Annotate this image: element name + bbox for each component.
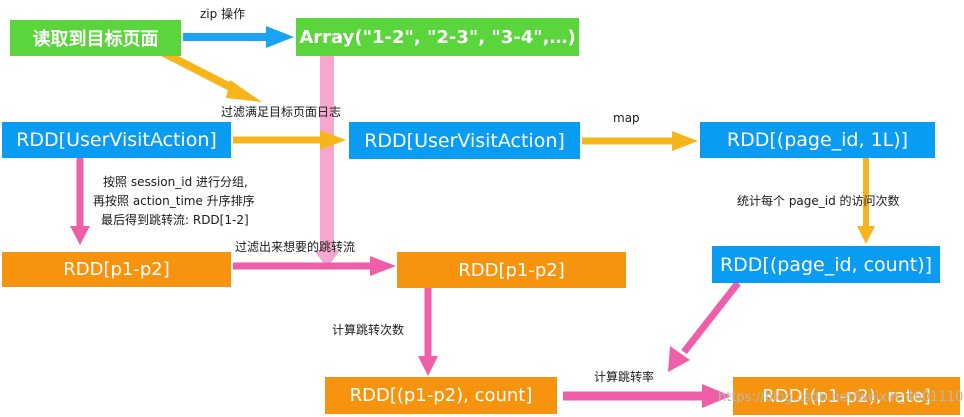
label-filter-flows: 过滤出来想要的跳转流 — [235, 240, 356, 254]
node-rdd-p1p2-count: RDD[(p1-p2), count] — [325, 377, 557, 414]
arrowhead-count-jumps — [418, 356, 438, 376]
label-group-line2: 再按照 action_time 升序排序 — [93, 194, 255, 208]
label-zip: zip 操作 — [200, 7, 246, 21]
node-rdd-uva-left: RDD[UserVisitAction] — [2, 122, 231, 158]
label-filter-target: 过滤满足目标页面日志 — [221, 105, 342, 119]
node-rdd-p1p2-left: RDD[p1-p2] — [2, 252, 231, 287]
node-rdd-p1p2-mid: RDD[p1-p2] — [397, 252, 626, 288]
arrowhead-filter-flows — [370, 256, 396, 276]
arrowhead-jump-rate — [702, 384, 731, 408]
node-array-zip: Array("1-2", "2-3", "3-4",…) — [296, 18, 579, 56]
node-rdd-pageid-count: RDD[(page_id, count)] — [712, 246, 940, 283]
node-rdd-uva-mid: RDD[UserVisitAction] — [349, 122, 580, 159]
label-jump-rate: 计算跳转率 — [594, 370, 655, 384]
arrowhead-group-sort — [70, 226, 90, 245]
node-rdd-pageid-1l: RDD[(page_id, 1L)] — [700, 122, 935, 158]
label-group-line1: 按照 session_id 进行分组, — [103, 175, 248, 189]
node-rdd-p1p2-rate: RDD[(p1-p2), rate] — [733, 377, 960, 415]
watermark: https://blog.csdn.net/weixin_46011103 — [718, 390, 964, 405]
label-map: map — [613, 111, 640, 125]
label-group-line3: 最后得到跳转流: RDD[1-2] — [101, 213, 249, 227]
node-read-pages: 读取到目标页面 — [10, 20, 181, 56]
label-count-visits: 统计每个 page_id 的访问次数 — [737, 194, 900, 208]
arrow-read-to-filter — [158, 47, 242, 96]
arrowhead-count-visits — [857, 226, 875, 244]
arrowhead-array-to-filter — [314, 250, 340, 268]
label-count-jumps: 计算跳转次数 — [332, 323, 405, 337]
arrowhead-count-to-rate — [668, 346, 690, 372]
arrowhead-read-to-filter — [226, 80, 262, 102]
arrow-count-to-rate — [681, 280, 741, 355]
arrowhead-filter-logs — [320, 130, 346, 150]
arrowhead-zip — [266, 26, 294, 48]
arrowhead-map — [672, 131, 698, 151]
